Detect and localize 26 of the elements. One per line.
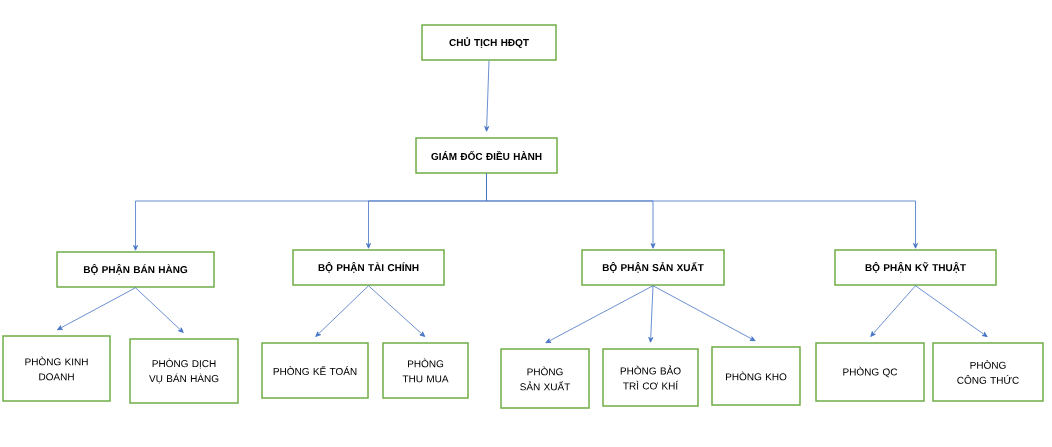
department-box: PHÒNG BẢO TRÌ CƠ KHÍ bbox=[602, 348, 699, 407]
department-box: PHÒNG THU MUA bbox=[382, 342, 469, 399]
arrow bbox=[135, 287, 184, 333]
arrow bbox=[545, 285, 654, 344]
unit-box: BỘ PHẬN KỸ THUẬT bbox=[834, 249, 997, 286]
unit-box: BỘ PHẬN BÁN HÀNG bbox=[56, 251, 215, 288]
arrow bbox=[915, 285, 988, 338]
department-box: PHÒNG KINH DOANH bbox=[2, 335, 111, 402]
arrow bbox=[57, 287, 136, 331]
department-box: PHÒNG CÔNG THỨC bbox=[932, 342, 1044, 402]
arrow bbox=[368, 285, 426, 337]
arrow bbox=[648, 285, 654, 343]
unit-box: BỘ PHẬN TÀI CHÍNH bbox=[292, 249, 445, 286]
arrow bbox=[652, 285, 756, 342]
department-box: PHÒNG SẢN XUẤT bbox=[500, 348, 590, 409]
arrow bbox=[315, 285, 369, 337]
department-box: PHÒNG QC bbox=[815, 342, 925, 402]
arrow bbox=[486, 173, 918, 249]
arrow bbox=[484, 60, 490, 132]
department-box: PHÒNG DỊCH VỤ BÁN HÀNG bbox=[129, 338, 239, 404]
department-box: PHÒNG KHO bbox=[711, 346, 801, 406]
department-box: PHÒNG KẾ TOÁN bbox=[261, 342, 369, 399]
unit-box: GIÁM ĐỐC ĐIỀU HÀNH bbox=[415, 137, 558, 174]
arrow bbox=[870, 285, 916, 337]
unit-box: BỘ PHẬN SẢN XUẤT bbox=[581, 249, 725, 286]
unit-box: CHỦ TỊCH HĐQT bbox=[421, 24, 557, 61]
